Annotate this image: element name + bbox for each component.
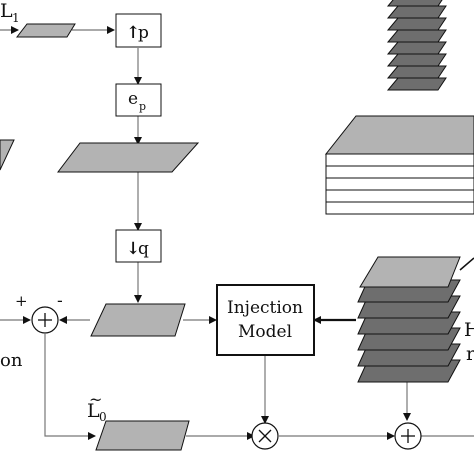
line-sum-to-l0 <box>44 334 96 440</box>
plane-l1 <box>15 23 76 38</box>
sum-minus-label: - <box>57 291 63 311</box>
l0-tilde: ~ <box>89 390 102 409</box>
plane-downsampled <box>90 303 186 337</box>
line-edge-to-stack <box>459 257 474 271</box>
plane-l0 <box>95 420 190 451</box>
ep-box: e p <box>115 83 162 117</box>
stack-lower-right <box>357 256 461 383</box>
downsample-box: ↓ q <box>115 229 162 263</box>
injection-model-box: Injection Model <box>216 284 315 356</box>
plane-upsampled <box>56 142 200 173</box>
downsample-label: q <box>138 239 149 259</box>
injection-label-line2: Model <box>238 322 292 342</box>
upsample-box: ↑ p <box>115 13 162 48</box>
upsample-label: p <box>138 23 149 43</box>
down-arrow-icon: ↓ <box>126 239 140 259</box>
l1-subscript: 1 <box>12 11 20 25</box>
l0-subscript: 0 <box>99 410 107 424</box>
cut-h-label: H <box>464 319 474 341</box>
injection-label-line1: Injection <box>227 298 303 318</box>
sum-plus-label: + <box>15 292 28 310</box>
add-node <box>394 422 422 450</box>
cut-r-label: r <box>466 343 474 365</box>
l1-label: L <box>0 0 13 22</box>
plane-left-cut <box>0 139 15 171</box>
partial-on-label: on <box>0 350 23 371</box>
connectors <box>0 26 474 440</box>
ep-subscript: p <box>139 100 146 113</box>
up-arrow-icon: ↑ <box>126 23 140 43</box>
multiply-node <box>251 422 279 450</box>
l0-label: L <box>87 400 100 422</box>
stack-top-right <box>386 0 447 91</box>
ep-label: e <box>128 89 138 109</box>
sum-node <box>31 306 59 334</box>
stack-middle-right <box>324 115 474 215</box>
